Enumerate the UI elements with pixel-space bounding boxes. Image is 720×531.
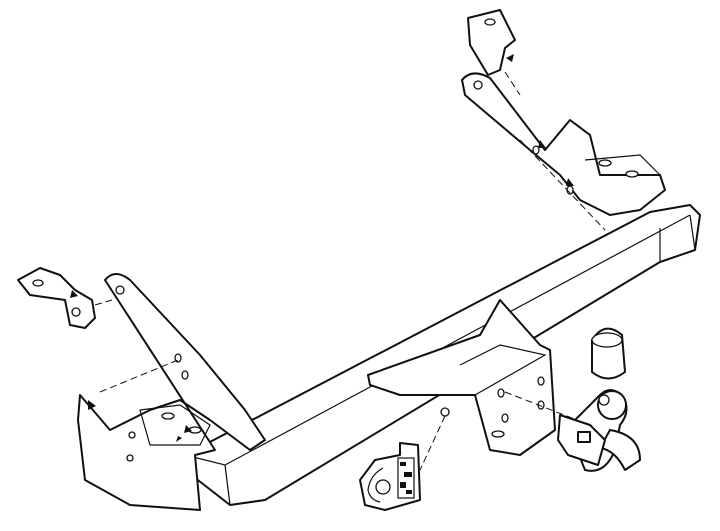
- left-clamp-plate: [17, 267, 96, 329]
- socket-bracket: [557, 414, 606, 466]
- right-bracket: [461, 72, 666, 216]
- right-clamp-plate: [467, 9, 516, 76]
- left-bracket: [77, 273, 266, 511]
- ball-cap: [591, 327, 626, 380]
- socket-plate: [359, 442, 421, 511]
- center-mount-plate: [367, 299, 556, 456]
